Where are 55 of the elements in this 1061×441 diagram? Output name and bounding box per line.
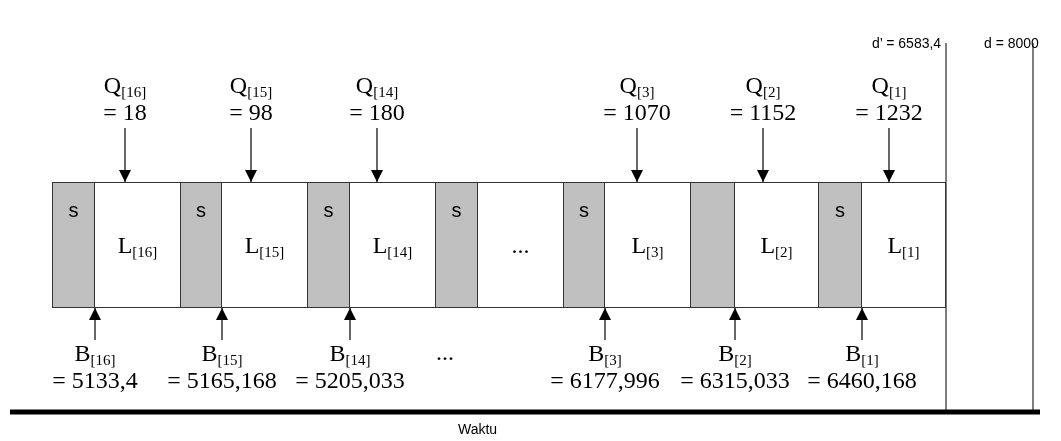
arrow: [599, 307, 611, 341]
arrow: [631, 127, 643, 183]
setup-label: s: [835, 198, 845, 223]
ellipsis: ...: [436, 339, 454, 366]
job-block: [350, 182, 435, 308]
arrow: [344, 307, 356, 341]
job-label: L$_{[3]}$: [631, 231, 664, 259]
arrow: [89, 307, 101, 341]
start-time-label: B$_{[1]}$ = 6460,168: [806, 340, 918, 394]
job-block: [862, 182, 946, 308]
deadline-label: d’ = 6583,4: [872, 35, 942, 51]
start-time-label: B$_{[14]}$ = 5205,033: [294, 340, 406, 394]
job-block: [605, 182, 690, 308]
setup-block: [307, 182, 350, 308]
job-label: L$_{[1]}$: [887, 231, 920, 259]
arrow: [729, 307, 741, 341]
setup-label: s: [196, 198, 206, 223]
setup-label: s: [579, 198, 589, 223]
setup-block: [818, 182, 862, 308]
job-label: L$_{[2]}$: [760, 231, 793, 259]
job-label: ...: [511, 231, 530, 259]
job-block: [95, 182, 180, 308]
job-block: [222, 182, 307, 308]
start-time-label: B$_{[15]}$ = 5165,168: [166, 340, 278, 394]
arrow: [245, 127, 257, 183]
setup-label: s: [68, 198, 79, 223]
job-label: L$_{[14]}$: [372, 231, 413, 259]
start-time-label: B$_{[16]}$ = 5133,4: [51, 340, 139, 394]
setup-block: [180, 182, 222, 308]
setup-block: [563, 182, 605, 308]
quantity-label: Q$_{[16]}$ = 18: [102, 72, 148, 126]
setup-label: s: [323, 198, 334, 223]
job-label: L$_{[16]}$: [117, 231, 158, 259]
job-block: [735, 182, 818, 308]
setup-block: [690, 182, 735, 308]
quantity-label: Q$_{[3]}$ = 1070: [602, 72, 672, 126]
setup-block: [435, 182, 478, 308]
quantity-label: Q$_{[1]}$ = 1232: [854, 72, 924, 126]
job-label: L$_{[15]}$: [244, 231, 285, 259]
arrow: [856, 307, 868, 341]
setup-label: s: [451, 198, 462, 223]
arrow: [216, 307, 228, 341]
start-time-label: B$_{[2]}$ = 6315,033: [679, 340, 791, 394]
axis-label: Waktu: [458, 421, 498, 437]
deadline-label: d = 8000: [984, 35, 1039, 51]
arrow: [371, 127, 383, 183]
arrow: [883, 127, 895, 183]
quantity-label: Q$_{[2]}$ = 1152: [728, 72, 798, 126]
job-block: [478, 182, 563, 308]
arrow: [119, 127, 131, 183]
quantity-label: Q$_{[15]}$ = 98: [228, 72, 274, 126]
start-time-label: B$_{[3]}$ = 6177,996: [549, 340, 661, 394]
arrow: [757, 127, 769, 183]
setup-block: [52, 182, 95, 308]
quantity-label: Q$_{[14]}$ = 180: [348, 72, 406, 126]
